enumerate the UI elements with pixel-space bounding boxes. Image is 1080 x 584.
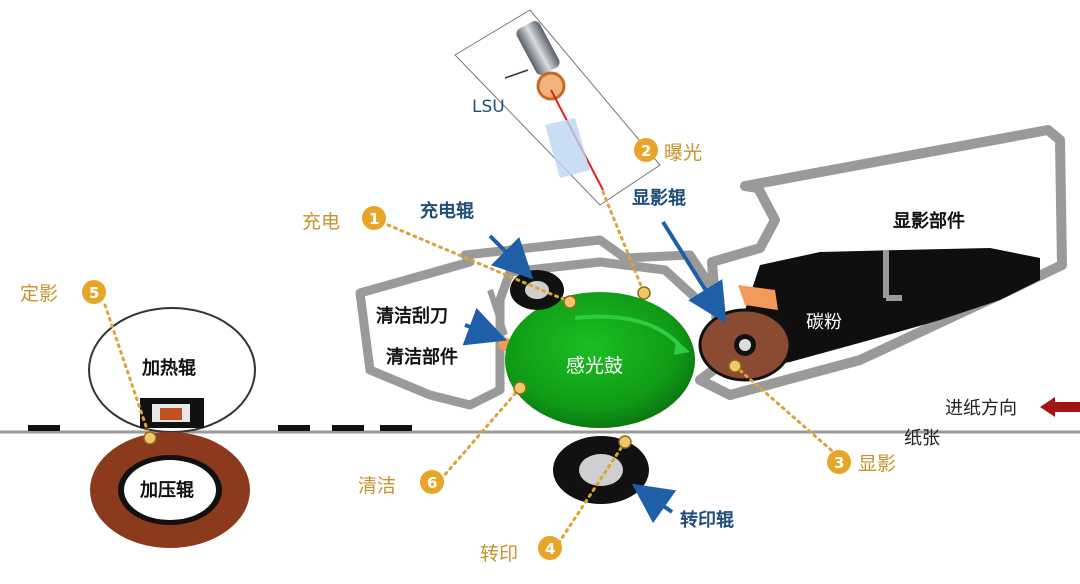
paper-segment — [28, 425, 60, 431]
step-transfer: 转印 4 — [480, 536, 562, 565]
laser-lens — [536, 71, 566, 101]
step-clean: 清洁 6 — [358, 470, 444, 497]
transfer-roller — [553, 436, 649, 504]
leader-clean — [440, 386, 522, 480]
leader-transfer — [556, 440, 627, 546]
step-exposure-badge — [634, 138, 658, 162]
cleaning-housing: 清洁刮刀 清洁部件 — [355, 235, 725, 410]
transfer-roller-core — [579, 454, 623, 486]
point-transfer — [618, 435, 632, 449]
charge-roller — [510, 270, 564, 310]
developer-roller — [698, 308, 792, 382]
paper-segment — [332, 425, 364, 431]
heat-roller-body — [88, 307, 256, 433]
step-fuse-label: 定影 — [20, 283, 58, 305]
step-charge-number: 1 — [369, 210, 379, 228]
paper-segment — [278, 425, 310, 431]
pressure-roller-core — [124, 460, 216, 520]
developer-blade — [738, 285, 778, 310]
cleaning-unit-label: 清洁部件 — [386, 346, 458, 368]
step-clean-label: 清洁 — [358, 475, 396, 497]
pointer-arrows — [462, 220, 727, 524]
developer-roller-core — [739, 339, 751, 351]
rotation-arrow-icon — [574, 314, 684, 350]
point-charge — [563, 295, 577, 309]
step-transfer-label: 转印 — [480, 543, 518, 565]
lsu-label: LSU — [472, 97, 505, 117]
transfer-roller-label: 转印辊 — [680, 509, 734, 531]
cleaning-blade-label: 清洁刮刀 — [376, 305, 448, 327]
arrow-transfer-roller-icon — [631, 483, 677, 524]
step-fuse-badge — [82, 280, 106, 304]
drum-label: 感光鼓 — [566, 355, 623, 377]
leader-exposure — [601, 190, 646, 295]
paper-segment — [380, 425, 412, 431]
laser-emitter — [516, 21, 560, 75]
step-develop-number: 3 — [834, 454, 844, 472]
step-fuse-number: 5 — [89, 284, 99, 302]
heater-element — [160, 408, 182, 420]
charge-roller-label: 充电辊 — [420, 200, 474, 222]
contact-points — [143, 286, 742, 449]
toner-mass — [735, 248, 1040, 372]
step-develop: 3 显影 — [827, 450, 896, 475]
rotation-arrowhead — [674, 340, 690, 355]
step-transfer-badge — [538, 536, 562, 560]
step-develop-badge — [827, 450, 851, 474]
point-develop — [728, 359, 742, 373]
point-exposure — [637, 286, 651, 300]
heat-roller-label: 加热辊 — [141, 357, 196, 379]
point-clean — [513, 381, 527, 395]
feed-direction-label: 进纸方向 — [945, 398, 1017, 419]
photosensitive-drum: 感光鼓 — [505, 292, 695, 428]
step-fuse: 定影 5 — [20, 280, 106, 305]
step-charge-badge — [362, 206, 386, 230]
step-charge-label: 充电 — [302, 211, 340, 233]
developer-unit-label: 显影部件 — [893, 210, 965, 232]
arrow-charge-roller-icon — [488, 234, 534, 280]
step-transfer-number: 4 — [545, 540, 555, 558]
step-charge: 充电 1 — [302, 206, 386, 233]
step-exposure-number: 2 — [641, 142, 651, 160]
lsu-unit: LSU — [454, 9, 661, 206]
paper-label: 纸张 — [904, 428, 940, 449]
arrow-cleaning-blade-icon — [462, 307, 508, 346]
lsu-pointer — [504, 69, 529, 79]
feed-direction-arrow-icon — [1040, 397, 1080, 417]
pressure-roller: 加压辊 — [90, 432, 250, 548]
step-develop-label: 显影 — [858, 453, 896, 475]
developer-roller-label: 显影辊 — [632, 187, 686, 209]
lsu-frame — [454, 9, 661, 206]
toner-label: 碳粉 — [806, 312, 842, 333]
leader-develop — [733, 364, 840, 458]
leader-lines — [103, 190, 840, 546]
step-clean-badge — [420, 470, 444, 494]
step-clean-number: 6 — [427, 474, 437, 492]
developer-housing: 显影部件 碳粉 — [695, 125, 1067, 400]
pressure-roller-label: 加压辊 — [139, 479, 194, 501]
leader-fuse — [103, 303, 152, 440]
leader-charge — [386, 223, 572, 304]
cleaning-frame — [355, 235, 725, 410]
heat-roller: 加热辊 — [88, 307, 256, 433]
step-exposure: 2 曝光 — [634, 138, 702, 164]
step-exposure-label: 曝光 — [664, 142, 702, 164]
laser-mirror — [545, 118, 590, 178]
point-fuse — [143, 431, 157, 445]
arrow-developer-roller-icon — [661, 220, 727, 324]
